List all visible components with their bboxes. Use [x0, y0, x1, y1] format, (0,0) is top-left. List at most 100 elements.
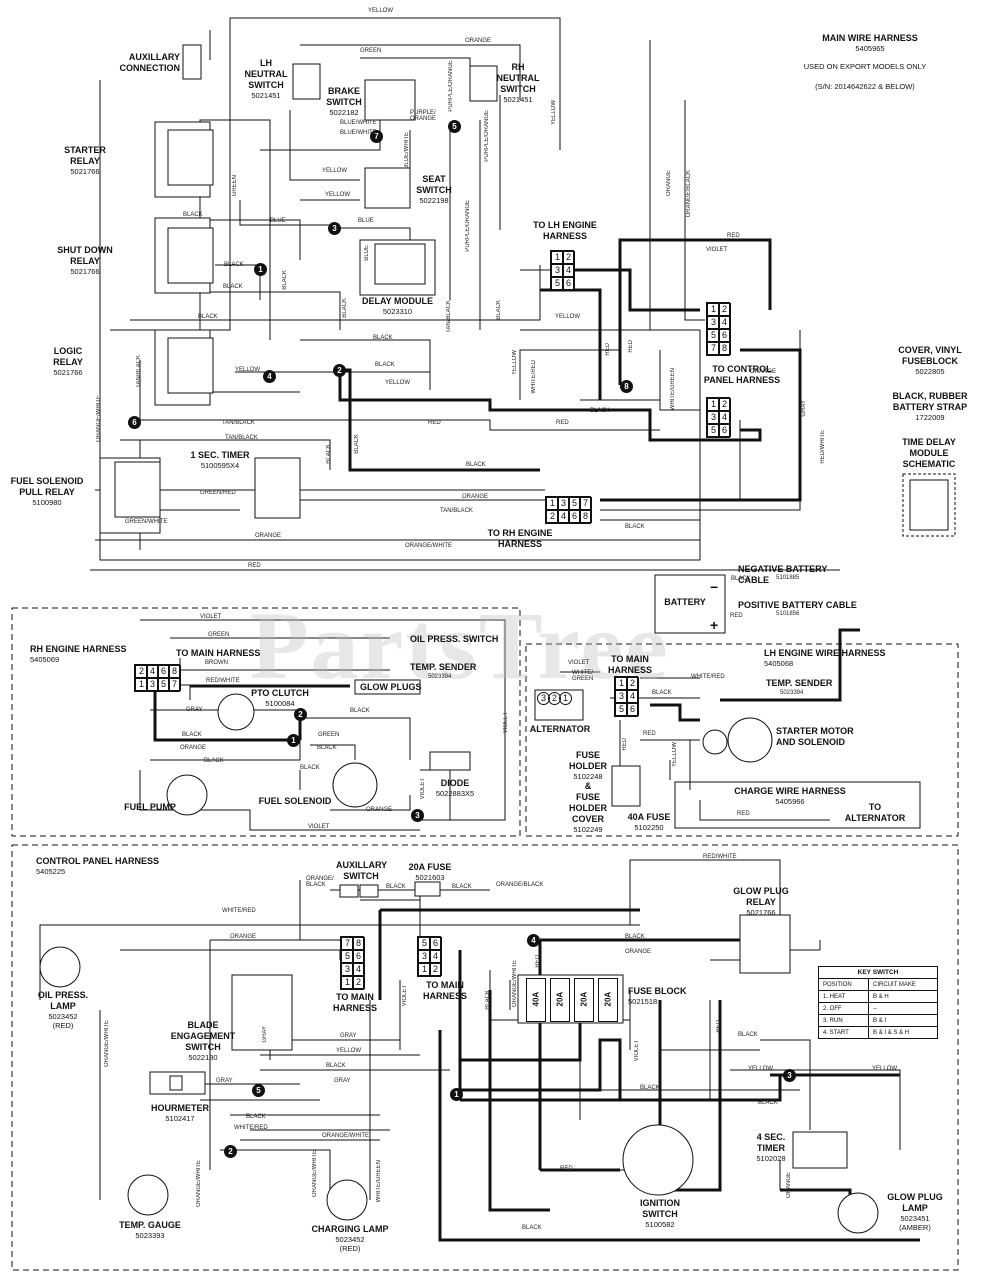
- pin: 5: [615, 703, 628, 716]
- wire-label: TAN/BLACK: [440, 508, 473, 514]
- pin: 2: [718, 398, 731, 411]
- battery-strap-name: BLACK, RUBBER BATTERY STRAP: [892, 391, 968, 412]
- pin: 4: [146, 665, 159, 678]
- harness-note: USED ON EXPORT MODELS ONLY (S/N: 2014642…: [790, 52, 940, 102]
- rh-neutral-part: 5021451: [503, 95, 533, 104]
- charge-wire-name: CHARGE WIRE HARNESS: [734, 786, 846, 796]
- pin: 7: [579, 497, 592, 510]
- fuse-block-name: FUSE BLOCK: [628, 986, 687, 996]
- pin: 6: [562, 277, 575, 290]
- section-border: [902, 473, 956, 537]
- section-border: [11, 607, 521, 837]
- wire: [340, 227, 411, 240]
- pto-clutch-part: 5100084: [265, 699, 295, 708]
- splice-2: 2: [333, 364, 346, 377]
- wire-label: ORANGE: [625, 949, 652, 955]
- wire-label: ORANGE: [462, 494, 489, 500]
- time-delay-schematic-label: TIME DELAY MODULE SCHEMATIC: [902, 437, 956, 469]
- wire-label: VIOLET: [568, 660, 590, 666]
- heavy-wire: [660, 1000, 722, 1192]
- wire-label: BLACK: [386, 884, 406, 890]
- wire-label: BLACK: [183, 212, 203, 218]
- section-border: [525, 643, 959, 837]
- wire-label: ORANGE/WHITE: [405, 543, 453, 549]
- wire-label: ORANGE/WHITE: [312, 1150, 318, 1198]
- to-control-panel-label: TO CONTROL PANEL HARNESS: [703, 364, 781, 385]
- brake-switch-part: 5022182: [329, 108, 359, 117]
- blade-switch-name: BLADE ENGAGEMENT SWITCH: [170, 1020, 236, 1052]
- splice-1: 1: [254, 263, 267, 276]
- temp-sender-rh-part: 5023394: [428, 674, 452, 680]
- wire-label: ORANGE: [465, 38, 492, 44]
- key-row-position: 1. HEAT: [817, 990, 870, 1003]
- pin: 3: [551, 264, 564, 277]
- seat-switch-part: 5022198: [419, 196, 449, 205]
- pin: 8: [718, 342, 731, 355]
- wire-label: TAN/BLACK: [446, 300, 452, 333]
- aux-connection-shape: [182, 44, 202, 80]
- pin: 1: [135, 678, 148, 691]
- pin: 6: [157, 665, 170, 678]
- wire-label: GRAY: [340, 1033, 357, 1039]
- wire-label: PURPLE/ORANGE: [465, 200, 471, 252]
- wire: [310, 744, 356, 760]
- wire-label: GRAY: [262, 1026, 268, 1043]
- glow-lamp-shape: [837, 1192, 879, 1234]
- starter-motor-label: STARTER MOTOR AND SOLENOID: [776, 726, 854, 747]
- pin: 2: [352, 976, 365, 989]
- rh-neutral-name: RH NEUTRAL SWITCH: [496, 62, 540, 94]
- pin: 3: [707, 411, 720, 424]
- splice-4: 4: [263, 370, 276, 383]
- key-row-circuit: --: [868, 1002, 938, 1015]
- wire-label: BLACK: [326, 1063, 346, 1069]
- fuse20-shape: [414, 881, 441, 897]
- cover-vinyl-part: 5022805: [915, 367, 945, 376]
- heavy-wire: [650, 703, 700, 722]
- wire: [260, 120, 381, 151]
- fuel-solenoid-label: FUEL SOLENOID: [258, 796, 332, 806]
- pos-cable-part: 5101856: [776, 611, 800, 617]
- to-lh-engine-label: TO LH ENGINE HARNESS: [533, 220, 597, 241]
- wire-label: BLACK: [485, 990, 491, 1010]
- fuse-holder-shape: [611, 765, 641, 807]
- wire: [130, 265, 541, 321]
- wire-label: WHITE/GREEN: [376, 1160, 382, 1203]
- wire-label: BLACK: [652, 690, 672, 696]
- brake-switch-shape: [364, 79, 416, 121]
- battery-plus: +: [710, 617, 718, 633]
- harness-part: 5405965: [855, 44, 885, 53]
- wire: [289, 110, 360, 181]
- heavy-wire: [460, 1038, 622, 1100]
- diode-name: DIODE: [440, 778, 470, 788]
- temp-gauge-part: 5023393: [135, 1231, 165, 1240]
- key-header-position: POSITION: [817, 978, 870, 991]
- glow-relay-shape: [739, 914, 791, 974]
- wire-label: BLACK: [375, 362, 395, 368]
- splice-6: 6: [128, 416, 141, 429]
- harness-note-line2: (S/N: 2014642622 & BELOW): [815, 82, 915, 91]
- wire-label: BLUE: [358, 218, 374, 224]
- wire-label: YELLOW: [872, 1066, 898, 1072]
- wire-label: GRAY: [216, 1078, 233, 1084]
- glow-plug-relay-part: 5021766: [746, 908, 776, 917]
- blade-switch-shape: [231, 974, 293, 1051]
- fuse-holder-cover-part: 5102249: [573, 825, 603, 834]
- pin: 4: [626, 690, 639, 703]
- pin: 4: [718, 411, 731, 424]
- pin: 2: [562, 251, 575, 264]
- fuse-rating: 40A: [531, 991, 541, 1007]
- pin: 5: [707, 424, 720, 437]
- pin: 3: [341, 963, 354, 976]
- pin: 6: [718, 329, 731, 342]
- wire-label: ORANGE/WHITE: [322, 1133, 370, 1139]
- wire: [150, 740, 301, 761]
